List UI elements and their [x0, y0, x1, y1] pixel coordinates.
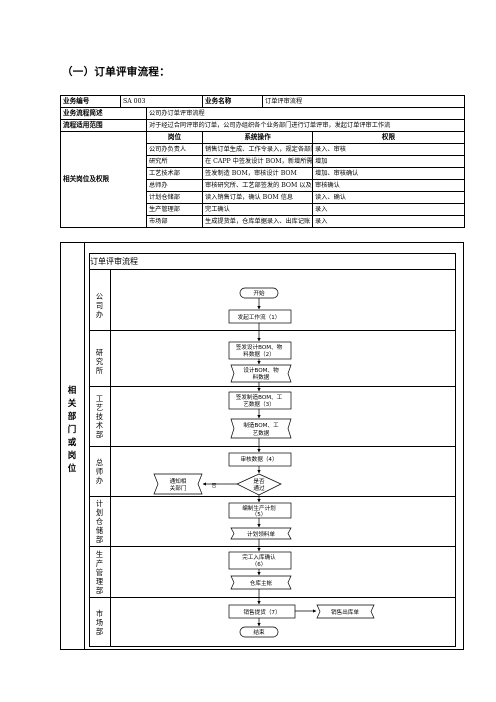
process-box [228, 604, 296, 619]
lane-label-planning-storage: 计划仓储部 [95, 499, 104, 544]
role-op: 生成提货单，仓库单据录入、出库记账 [202, 215, 314, 228]
decision-line2: 通过 [253, 484, 265, 492]
node-start: 开始 [253, 289, 265, 297]
end-terminal [239, 626, 279, 638]
start-terminal [239, 287, 279, 299]
data-7: 销售出库单 [331, 608, 359, 616]
data-parallelogram [230, 418, 292, 439]
process-box [228, 502, 292, 519]
role-post: 市场部 [145, 215, 204, 228]
flowchart-frame [89, 253, 456, 647]
process-box [228, 341, 292, 360]
lane-label-market: 市场部 [95, 609, 104, 636]
lane-label-research: 研究所 [95, 348, 104, 375]
data-parallelogram [230, 527, 292, 540]
data-2-line2: 料数据 [253, 373, 270, 381]
notify-line2: 关部门 [170, 484, 187, 492]
node-5-line1: 编制生产计划 [242, 504, 276, 512]
data-5: 计划领料单 [247, 530, 275, 538]
process-box [228, 309, 292, 324]
decision-diamond [236, 473, 282, 496]
side-label: 相 关 部 门 或 岗 位 [67, 386, 77, 474]
info-table: 业务编号 SA 003 业务名称 订单评审流程 业务流程简述 公司办订单评审流程… [60, 95, 466, 228]
row-summary: 业务流程简述 公司办订单评审流程 [60, 107, 466, 120]
notify-parallelogram [153, 473, 203, 495]
node-2-line1: 签发设计BOM、物 [236, 343, 283, 351]
decision-line1: 是否 [253, 478, 265, 485]
lane-label-process-tech: 工艺技术部 [95, 394, 104, 439]
lane-label-divider [110, 270, 111, 647]
flowchart-title: 订单评审流程 [90, 257, 138, 266]
lane-divider [89, 446, 456, 447]
lane-label-company-office: 公司办 [95, 292, 104, 319]
table-row: 总师办 审核研究所、工艺部签发的 BOM 以及数据完整性 审核确认 [61, 179, 466, 192]
lane-label-production: 生产管理部 [95, 550, 104, 595]
process-box [228, 551, 292, 570]
node-3-line2: 艺数据（3） [243, 400, 275, 408]
table-row: 市场部 生成提货单，仓库单据录入、出库记账 录入 [61, 215, 466, 228]
data-2-line1: 设计BOM、物 [243, 366, 279, 374]
data-6: 仓库主帐 [250, 579, 273, 587]
flow-section [60, 242, 464, 650]
data-parallelogram [230, 364, 292, 383]
node-5-line2: （5） [252, 511, 267, 518]
notify-line1: 通知相 [170, 477, 187, 485]
page-title: （一）订单评审流程： [62, 66, 170, 78]
role-perm: 录入 [312, 215, 466, 228]
node-end: 结束 [253, 628, 265, 636]
lane-divider [89, 496, 456, 497]
flow-section-divider [84, 242, 85, 650]
node-1: 发起工作流（1） [238, 313, 281, 321]
decision-no: 否 [212, 483, 217, 489]
node-2-line2: 料数据（2） [243, 350, 275, 358]
node-4: 审核数据（4） [240, 455, 277, 463]
data-parallelogram [230, 575, 292, 590]
lane-label-chief-office: 总师办 [95, 458, 104, 485]
row-scope: 流程适用范围 对于经过合同评审的订单，公司办组织各个业务部门进行订单评审，发起订… [60, 119, 466, 132]
lane-divider [89, 546, 456, 547]
table-row: 工艺技术部 签发制造 BOM，审核设计 BOM 增加、审核确认 [61, 167, 466, 180]
node-7: 销售提货（7） [243, 608, 280, 616]
lane-divider [89, 330, 456, 331]
flowchart-title-line [89, 269, 456, 270]
data-parallelogram [316, 604, 375, 619]
process-box [228, 391, 292, 410]
lane-divider [89, 597, 456, 598]
process-box [228, 452, 292, 467]
lane-divider [89, 386, 456, 387]
node-3-line1: 签发制造BOM、工 [236, 393, 283, 401]
data-3-line2: 艺数据 [253, 429, 270, 437]
data-3-line1: 制造BOM、工 [243, 421, 279, 429]
node-6-line2: （6） [252, 561, 267, 568]
node-6-line1: 完工入库确认 [242, 553, 276, 561]
